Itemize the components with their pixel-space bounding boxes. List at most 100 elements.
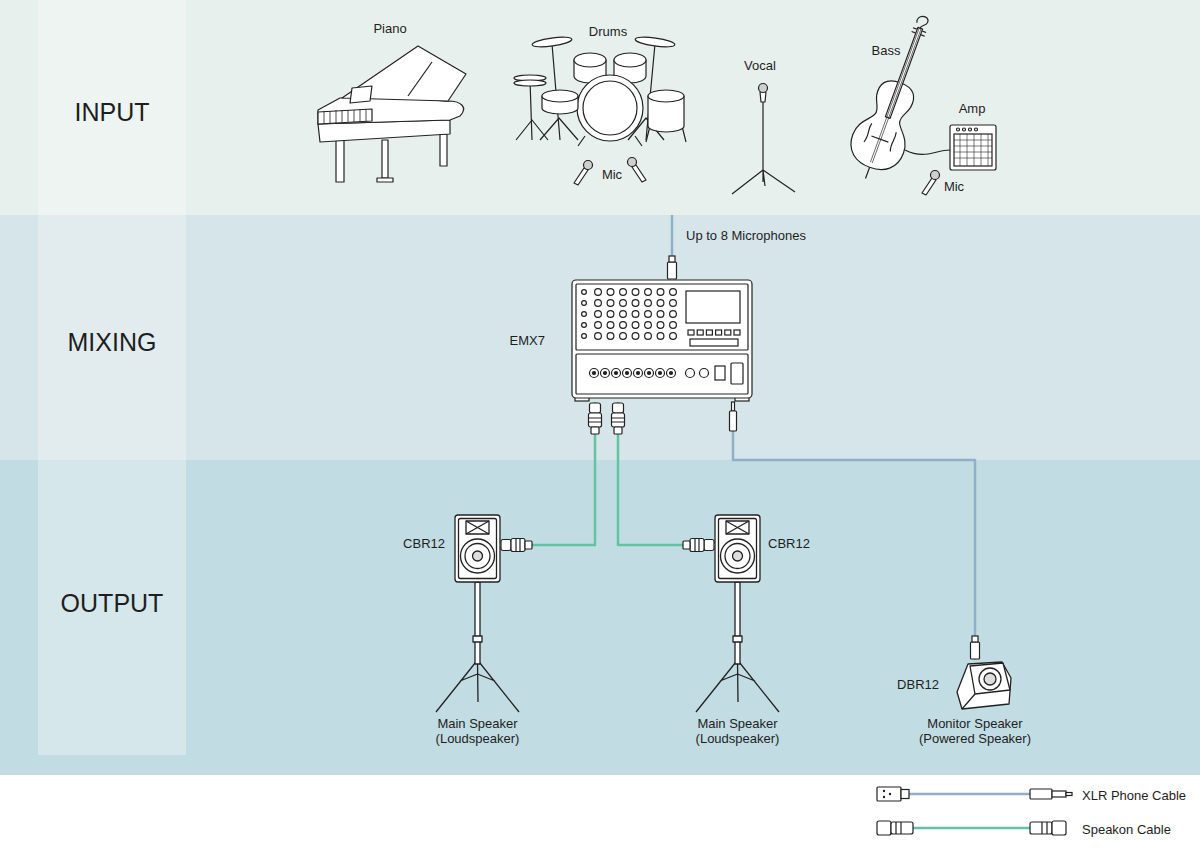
- cable-plug: [612, 403, 625, 434]
- mixer-controls: [697, 330, 703, 335]
- amplifier-drawing: [975, 128, 978, 131]
- mixer-controls: [670, 322, 677, 329]
- mixer-controls: [656, 369, 665, 378]
- amplifier-drawing: [957, 128, 960, 131]
- drum-kit-drawing: [574, 53, 606, 67]
- cable-plug: [525, 541, 532, 549]
- loudspeaker-drawing: [715, 515, 760, 582]
- double-bass-drawing: [840, 7, 950, 187]
- mixer-controls: [595, 300, 602, 307]
- band-grounds: [38, 460, 186, 755]
- drum-kit-drawing: [648, 90, 684, 102]
- cable-plug: [683, 541, 690, 549]
- loudspeaker-drawing: [473, 636, 482, 642]
- mixer-controls: [667, 369, 676, 378]
- mixer-controls: [670, 300, 677, 307]
- mixer-controls: [632, 311, 639, 318]
- mixer-controls: [607, 333, 614, 340]
- double-bass-drawing: [912, 28, 927, 37]
- legend-xlr-phone-sample: [877, 787, 901, 801]
- drum-kit-drawing: [583, 81, 637, 135]
- cable-plug: [732, 402, 735, 411]
- mixer-controls: [607, 289, 614, 296]
- mixer-controls: [715, 366, 725, 380]
- mixer-controls: [615, 372, 618, 375]
- instrument-label: Mic: [944, 180, 964, 195]
- mixer-controls: [607, 322, 614, 329]
- cable-plug: [668, 262, 677, 279]
- mixer-controls: [734, 330, 740, 335]
- double-bass-drawing: [915, 15, 929, 30]
- amplifier-drawing: [954, 134, 992, 166]
- loudspeaker-drawing: [436, 515, 519, 712]
- mixer-controls: [582, 334, 587, 339]
- microphone-drawing: [574, 168, 588, 185]
- band-label: MIXING: [68, 328, 157, 357]
- piano-drawing: [336, 140, 344, 182]
- legend-speakon-sample: [896, 822, 901, 834]
- loudspeaker-drawing: [735, 582, 740, 664]
- instrument-label: Amp: [959, 102, 986, 117]
- cable-plug: [591, 427, 599, 434]
- microphone-drawing: [632, 165, 646, 182]
- mixer-controls: [645, 289, 652, 296]
- mixer-drawing: [572, 280, 752, 398]
- mixer-controls: [657, 289, 664, 296]
- microphone-drawing: [922, 178, 936, 195]
- instrument-label: Bass: [872, 44, 901, 59]
- mixer-controls: [716, 330, 722, 335]
- mixer-controls: [593, 372, 596, 375]
- loudspeaker-drawing: [726, 521, 749, 534]
- loudspeaker-drawing: [721, 539, 755, 573]
- mixer-controls: [731, 363, 743, 384]
- cable-line: [733, 402, 975, 660]
- monitor-speaker-drawing: [970, 663, 1010, 694]
- mixer-drawing: [686, 291, 740, 323]
- band-panel: OUTPUTCBR12Main Speaker (Loudspeaker)CBR…: [0, 460, 1200, 775]
- mixer-controls: [607, 311, 614, 318]
- double-bass-drawing: [866, 167, 870, 178]
- mixer-controls: [607, 300, 614, 307]
- piano-drawing: [318, 46, 466, 182]
- loudspeaker-drawing: [726, 521, 749, 534]
- loudspeaker-drawing: [733, 551, 743, 561]
- mixer-controls: [657, 333, 664, 340]
- legend-entry: XLR Phone Cable: [1082, 786, 1186, 804]
- mixer-controls: [700, 369, 709, 378]
- piano-drawing: [324, 109, 366, 123]
- piano-drawing: [318, 109, 372, 124]
- double-bass-drawing: [844, 73, 926, 176]
- cable-plug: [511, 539, 525, 552]
- mixer-controls: [645, 369, 654, 378]
- cable-line: [500, 402, 595, 545]
- loudspeaker-drawing: [461, 539, 495, 573]
- drum-kit-drawing: [516, 44, 664, 140]
- amplifier-drawing: [954, 134, 992, 166]
- loudspeaker-drawing: [473, 551, 483, 561]
- cable-plug: [971, 642, 980, 659]
- cable-plug: [501, 540, 511, 551]
- piano-drawing: [377, 178, 393, 182]
- mixer-controls: [657, 300, 664, 307]
- monitor-speaker-drawing: [984, 673, 996, 685]
- mixer-controls: [632, 289, 639, 296]
- microphone-drawing: [931, 171, 940, 180]
- mixer-controls: [582, 312, 587, 317]
- cable-plug: [612, 413, 625, 427]
- mic-stand-drawing: [759, 84, 768, 93]
- amplifier-drawing: [969, 128, 972, 131]
- legend-speakon-sample: [912, 827, 1032, 830]
- cable-connector: [612, 402, 716, 552]
- legend-speakon-sample: [1052, 821, 1066, 835]
- legend-speakon-sample: [1030, 822, 1052, 834]
- mixer-controls: [632, 322, 639, 329]
- monitor-speaker-drawing: [979, 668, 1001, 690]
- instrument-label: Mic: [602, 168, 622, 183]
- instrument-label: Drums: [589, 25, 627, 40]
- mixer-controls: [582, 289, 743, 384]
- mixer-controls: [645, 322, 652, 329]
- loudspeaker-drawing: [466, 521, 489, 534]
- cable-plug: [668, 256, 677, 279]
- band-grounds: [38, 215, 186, 460]
